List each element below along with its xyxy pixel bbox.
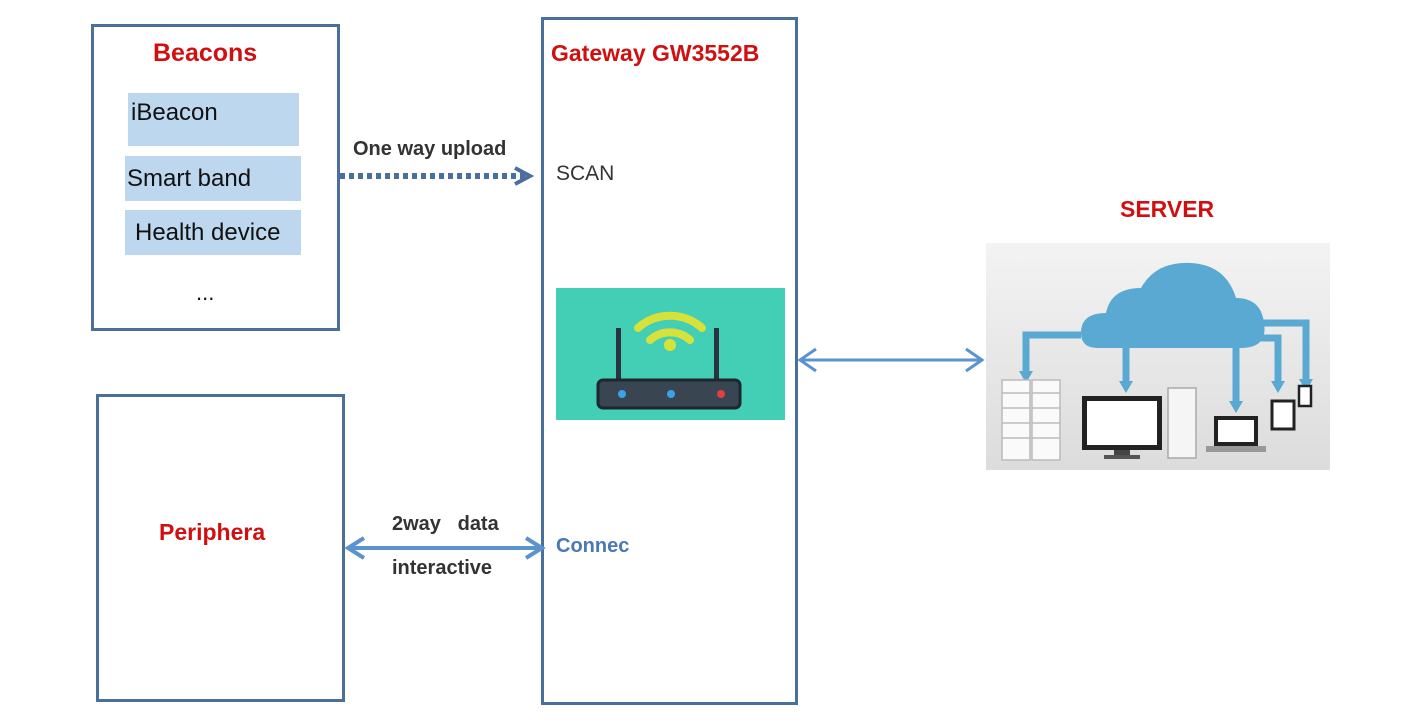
tablet-icon xyxy=(1270,399,1296,431)
server-title: SERVER xyxy=(1120,196,1215,222)
peripheral-box xyxy=(96,394,345,702)
gateway-server-arrow xyxy=(797,347,985,373)
wifi-icon xyxy=(634,311,706,344)
server-image xyxy=(986,243,1330,470)
router-icon xyxy=(596,311,742,410)
beacon-item-ibeacon: iBeacon xyxy=(128,93,299,146)
laptop-icon xyxy=(1206,416,1266,452)
router-image xyxy=(556,288,785,420)
gateway-scan-label: SCAN xyxy=(556,162,615,185)
server-rack-icon xyxy=(1001,379,1061,461)
one-way-upload-label: One way upload xyxy=(353,138,507,160)
gateway-connect-label: Connec xyxy=(556,535,630,557)
gateway-title: Gateway GW3552B xyxy=(551,40,760,66)
phone-icon xyxy=(1297,384,1313,408)
monitor-icon xyxy=(1082,387,1197,459)
beacons-ellipsis: ... xyxy=(196,280,215,305)
beacon-item-health-device: Health device xyxy=(125,210,301,255)
two-way-data-arrow xyxy=(344,536,546,560)
beacons-title: Beacons xyxy=(153,39,258,67)
beacon-item-smart-band: Smart band xyxy=(125,156,301,201)
cloud-icon xyxy=(1081,262,1265,348)
one-way-upload-arrow xyxy=(340,166,535,186)
peripheral-title: Periphera xyxy=(159,519,266,545)
two-way-label-line1: 2way data xyxy=(392,513,499,535)
two-way-label-line2: interactive xyxy=(392,557,493,579)
